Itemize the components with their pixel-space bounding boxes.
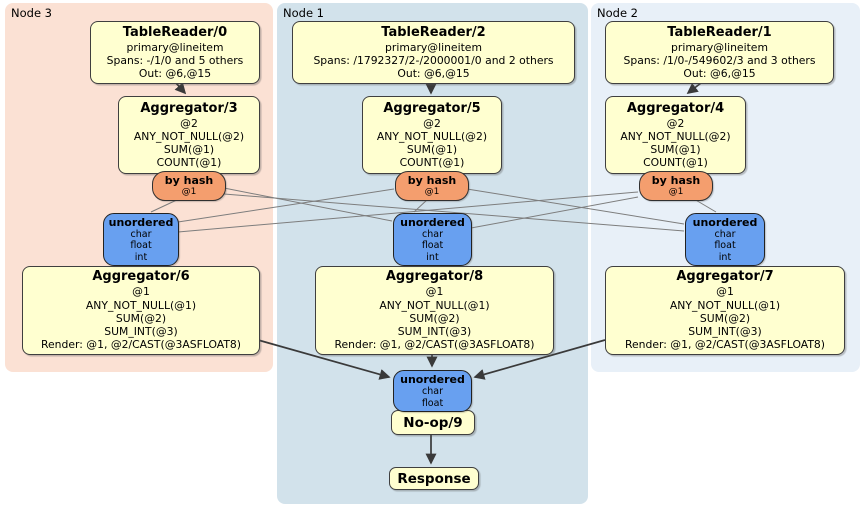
response-box: Response <box>389 467 479 490</box>
box-title: Aggregator/8 <box>385 269 484 285</box>
box-line: SUM_INT(@3) <box>688 325 762 339</box>
box-line: COUNT(@1) <box>156 156 222 170</box>
aggregator-bottom-box: Aggregator/7 @1 ANY_NOT_NULL(@1) SUM(@2)… <box>605 266 845 355</box>
box-line: Out: @6,@15 <box>397 67 470 81</box>
box-line: ANY_NOT_NULL(@1) <box>379 298 490 312</box>
sync-title: unordered <box>400 215 465 229</box>
sync-line: float <box>130 240 152 252</box>
sync-line: int <box>134 251 148 263</box>
box-line: SUM_INT(@3) <box>104 325 178 339</box>
node-label: Node 3 <box>11 6 52 20</box>
router-detail: @1 <box>424 186 440 197</box>
box-line: ANY_NOT_NULL(@2) <box>620 129 731 143</box>
box-title: TableReader/2 <box>381 24 486 40</box>
sync-line: float <box>421 240 444 252</box>
box-line: Spans: /1/0-/549602/3 and 3 others <box>623 53 816 67</box>
router-detail: @1 <box>668 186 684 197</box>
sync-line: int <box>718 251 732 263</box>
box-line: ANY_NOT_NULL(@1) <box>85 298 197 312</box>
box-line: SUM(@1) <box>406 143 458 156</box>
sync-line: char <box>422 228 443 240</box>
tablereader-box: TableReader/2 primary@lineitem Spans: /1… <box>292 21 575 84</box>
box-line: SUM(@2) <box>409 311 460 325</box>
box-line: SUM(@1) <box>163 143 215 156</box>
hash-router: by hash @1 <box>152 171 226 201</box>
box-title: Aggregator/7 <box>676 269 774 285</box>
sync-line: float <box>714 240 736 252</box>
box-line: SUM(@2) <box>699 311 751 325</box>
box-line: Render: @1, @2/CAST(@3ASFLOAT8) <box>40 338 242 352</box>
box-line: Spans: /1792327/2-/2000001/0 and 2 other… <box>313 53 554 67</box>
sync-title: unordered <box>400 373 465 386</box>
aggregator-bottom-box: Aggregator/8 @1 ANY_NOT_NULL(@1) SUM(@2)… <box>315 266 554 355</box>
sync-line: float <box>421 397 444 409</box>
tablereader-box: TableReader/0 primary@lineitem Spans: -/… <box>90 21 260 84</box>
box-line: Render: @1, @2/CAST(@3ASFLOAT8) <box>624 338 826 352</box>
sync-line: char <box>130 228 152 240</box>
box-line: SUM(@2) <box>115 311 167 325</box>
hash-router: by hash @1 <box>395 171 469 201</box>
unordered-sync: unordered char float int <box>685 213 765 266</box>
sync-line: char <box>714 228 736 240</box>
box-line: @1 <box>132 285 150 299</box>
box-line: Out: @6,@15 <box>683 67 756 81</box>
aggregator-top-box: Aggregator/3 @2 ANY_NOT_NULL(@2) SUM(@1)… <box>118 96 260 174</box>
box-title: TableReader/1 <box>667 24 772 40</box>
aggregator-top-box: Aggregator/5 @2 ANY_NOT_NULL(@2) SUM(@1)… <box>362 96 502 174</box>
box-title: Aggregator/6 <box>92 269 190 285</box>
unordered-sync: unordered char float int <box>103 213 179 266</box>
node-label: Node 2 <box>597 6 638 20</box>
sync-title: unordered <box>108 215 174 229</box>
box-title: Aggregator/3 <box>140 100 238 116</box>
box-line: primary@lineitem <box>671 40 768 54</box>
aggregator-top-box: Aggregator/4 @2 ANY_NOT_NULL(@2) SUM(@1)… <box>605 96 746 174</box>
box-line: primary@lineitem <box>385 40 482 54</box>
tablereader-box: TableReader/1 primary@lineitem Spans: /1… <box>605 21 834 84</box>
final-unordered-sync: unordered char float <box>393 370 472 412</box>
unordered-sync: unordered char float int <box>393 213 472 266</box>
box-title: Aggregator/4 <box>626 100 725 116</box>
sync-line: char <box>422 386 443 397</box>
box-line: @2 <box>666 116 685 130</box>
aggregator-bottom-box: Aggregator/6 @1 ANY_NOT_NULL(@1) SUM(@2)… <box>22 266 260 355</box>
box-line: COUNT(@1) <box>643 156 708 170</box>
box-line: @2 <box>180 116 198 130</box>
box-line: @1 <box>716 285 734 299</box>
box-line: @2 <box>423 116 441 130</box>
box-line: ANY_NOT_NULL(@1) <box>669 298 781 312</box>
noop-box: No-op/9 <box>391 410 475 435</box>
sync-line: int <box>426 251 439 263</box>
router-title: by hash <box>164 173 214 187</box>
node-label: Node 1 <box>283 6 324 20</box>
box-line: COUNT(@1) <box>399 156 465 170</box>
hash-router: by hash @1 <box>639 171 713 201</box>
router-detail: @1 <box>181 186 197 197</box>
box-title: Aggregator/5 <box>383 100 481 116</box>
router-title: by hash <box>407 173 457 187</box>
box-title: TableReader/0 <box>122 24 228 40</box>
box-line: ANY_NOT_NULL(@2) <box>133 129 245 143</box>
box-line: SUM(@1) <box>650 143 701 156</box>
box-line: ANY_NOT_NULL(@2) <box>376 129 488 143</box>
box-line: Out: @6,@15 <box>138 67 212 81</box>
box-line: Render: @1, @2/CAST(@3ASFLOAT8) <box>334 338 535 352</box>
box-line: Spans: -/1/0 and 5 others <box>106 53 244 67</box>
router-title: by hash <box>651 173 701 187</box>
box-line: @1 <box>425 285 444 299</box>
sync-title: unordered <box>692 215 758 229</box>
box-line: primary@lineitem <box>126 40 224 54</box>
box-line: SUM_INT(@3) <box>397 325 472 339</box>
